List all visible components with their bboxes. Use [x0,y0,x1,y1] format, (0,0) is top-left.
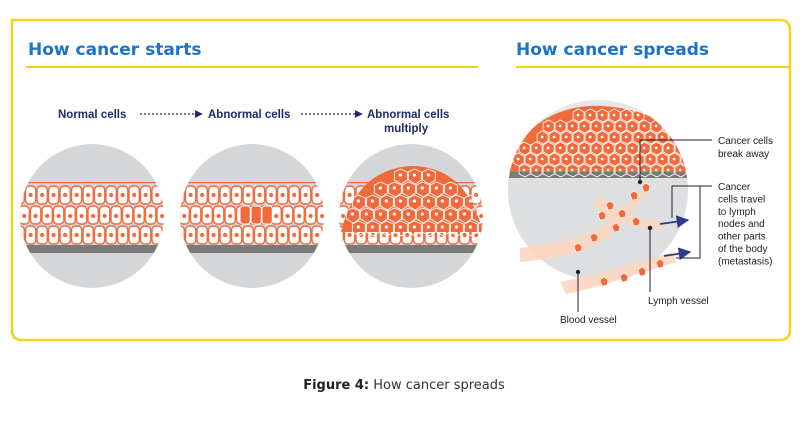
figure-caption: Figure 4: How cancer spreads [0,378,808,393]
cell [162,185,164,205]
cell [20,185,26,205]
right-panel-title: How cancer spreads [516,40,709,60]
left-panel-title: How cancer starts [28,40,201,60]
travelling-cell [641,182,651,193]
label-break-away-2: break away [718,149,769,160]
travelling-cell [617,208,627,219]
travelling-cell [619,272,629,283]
travelling-cells [573,182,665,287]
label-travel-line: cells travel [718,194,765,205]
cell [322,185,324,205]
travelling-cell [605,200,615,211]
metastasis-arrow-upper [659,215,690,228]
label-break-away-1: Cancer cells [718,136,773,147]
travel-leader [671,185,712,218]
cell [180,185,186,205]
label-travel-line: of the body [718,244,767,255]
label-lymph-vessel: Lymph vessel [648,296,709,307]
diagram-frame [10,18,792,342]
multiplying-cells-circle [339,144,483,288]
travel-leader-lower [676,186,701,259]
stage-label-multiply-line2: multiply [384,123,429,135]
label-travel-line: (metastasis) [718,256,772,267]
travelling-cell [611,222,621,233]
stage-label-abnormal: Abnormal cells [208,109,290,121]
label-travel-line: other parts [718,232,766,243]
abnormal-cell [250,205,262,225]
lymph-vessel [560,252,676,294]
stage-label-multiply-line1: Abnormal cells [367,109,449,121]
travelling-cell [637,266,647,277]
cell [339,185,345,205]
cell [180,225,186,245]
label-travel-line: to lymph [718,207,756,218]
cell [339,225,345,245]
cell [20,225,26,245]
caption-text: How cancer spreads [369,378,505,393]
cell [162,225,164,245]
normal-cells-circle [20,144,164,288]
cell [322,225,324,245]
caption-prefix: Figure 4: [303,378,370,393]
travelling-cell [599,276,609,287]
travelling-cell [655,258,665,269]
cell [481,185,483,205]
label-travel-line: nodes and [718,219,765,230]
travelling-cell [589,232,599,243]
travelling-cell [597,210,607,221]
abnormal-cell [239,205,251,225]
blood-vessel [520,190,646,262]
travelling-cell [629,190,639,201]
abnormal-cell [261,205,273,225]
label-travel-line: Cancer [718,182,751,193]
cell [481,225,483,245]
abnormal-tissue [180,182,324,253]
metastasis-arrow-lower [663,247,692,260]
abnormal-cells-circle [180,144,324,288]
vessel-branch [592,196,662,230]
basement-membrane [508,172,688,178]
travelling-cell [573,242,583,253]
stage-label-normal: Normal cells [58,109,126,121]
spreading-circle [508,100,692,294]
multiplying-tissue [339,166,483,253]
break-away-leader [639,139,712,180]
travelling-cell [631,216,641,227]
tumor-mound [341,166,483,232]
label-blood-vessel: Blood vessel [560,315,617,326]
